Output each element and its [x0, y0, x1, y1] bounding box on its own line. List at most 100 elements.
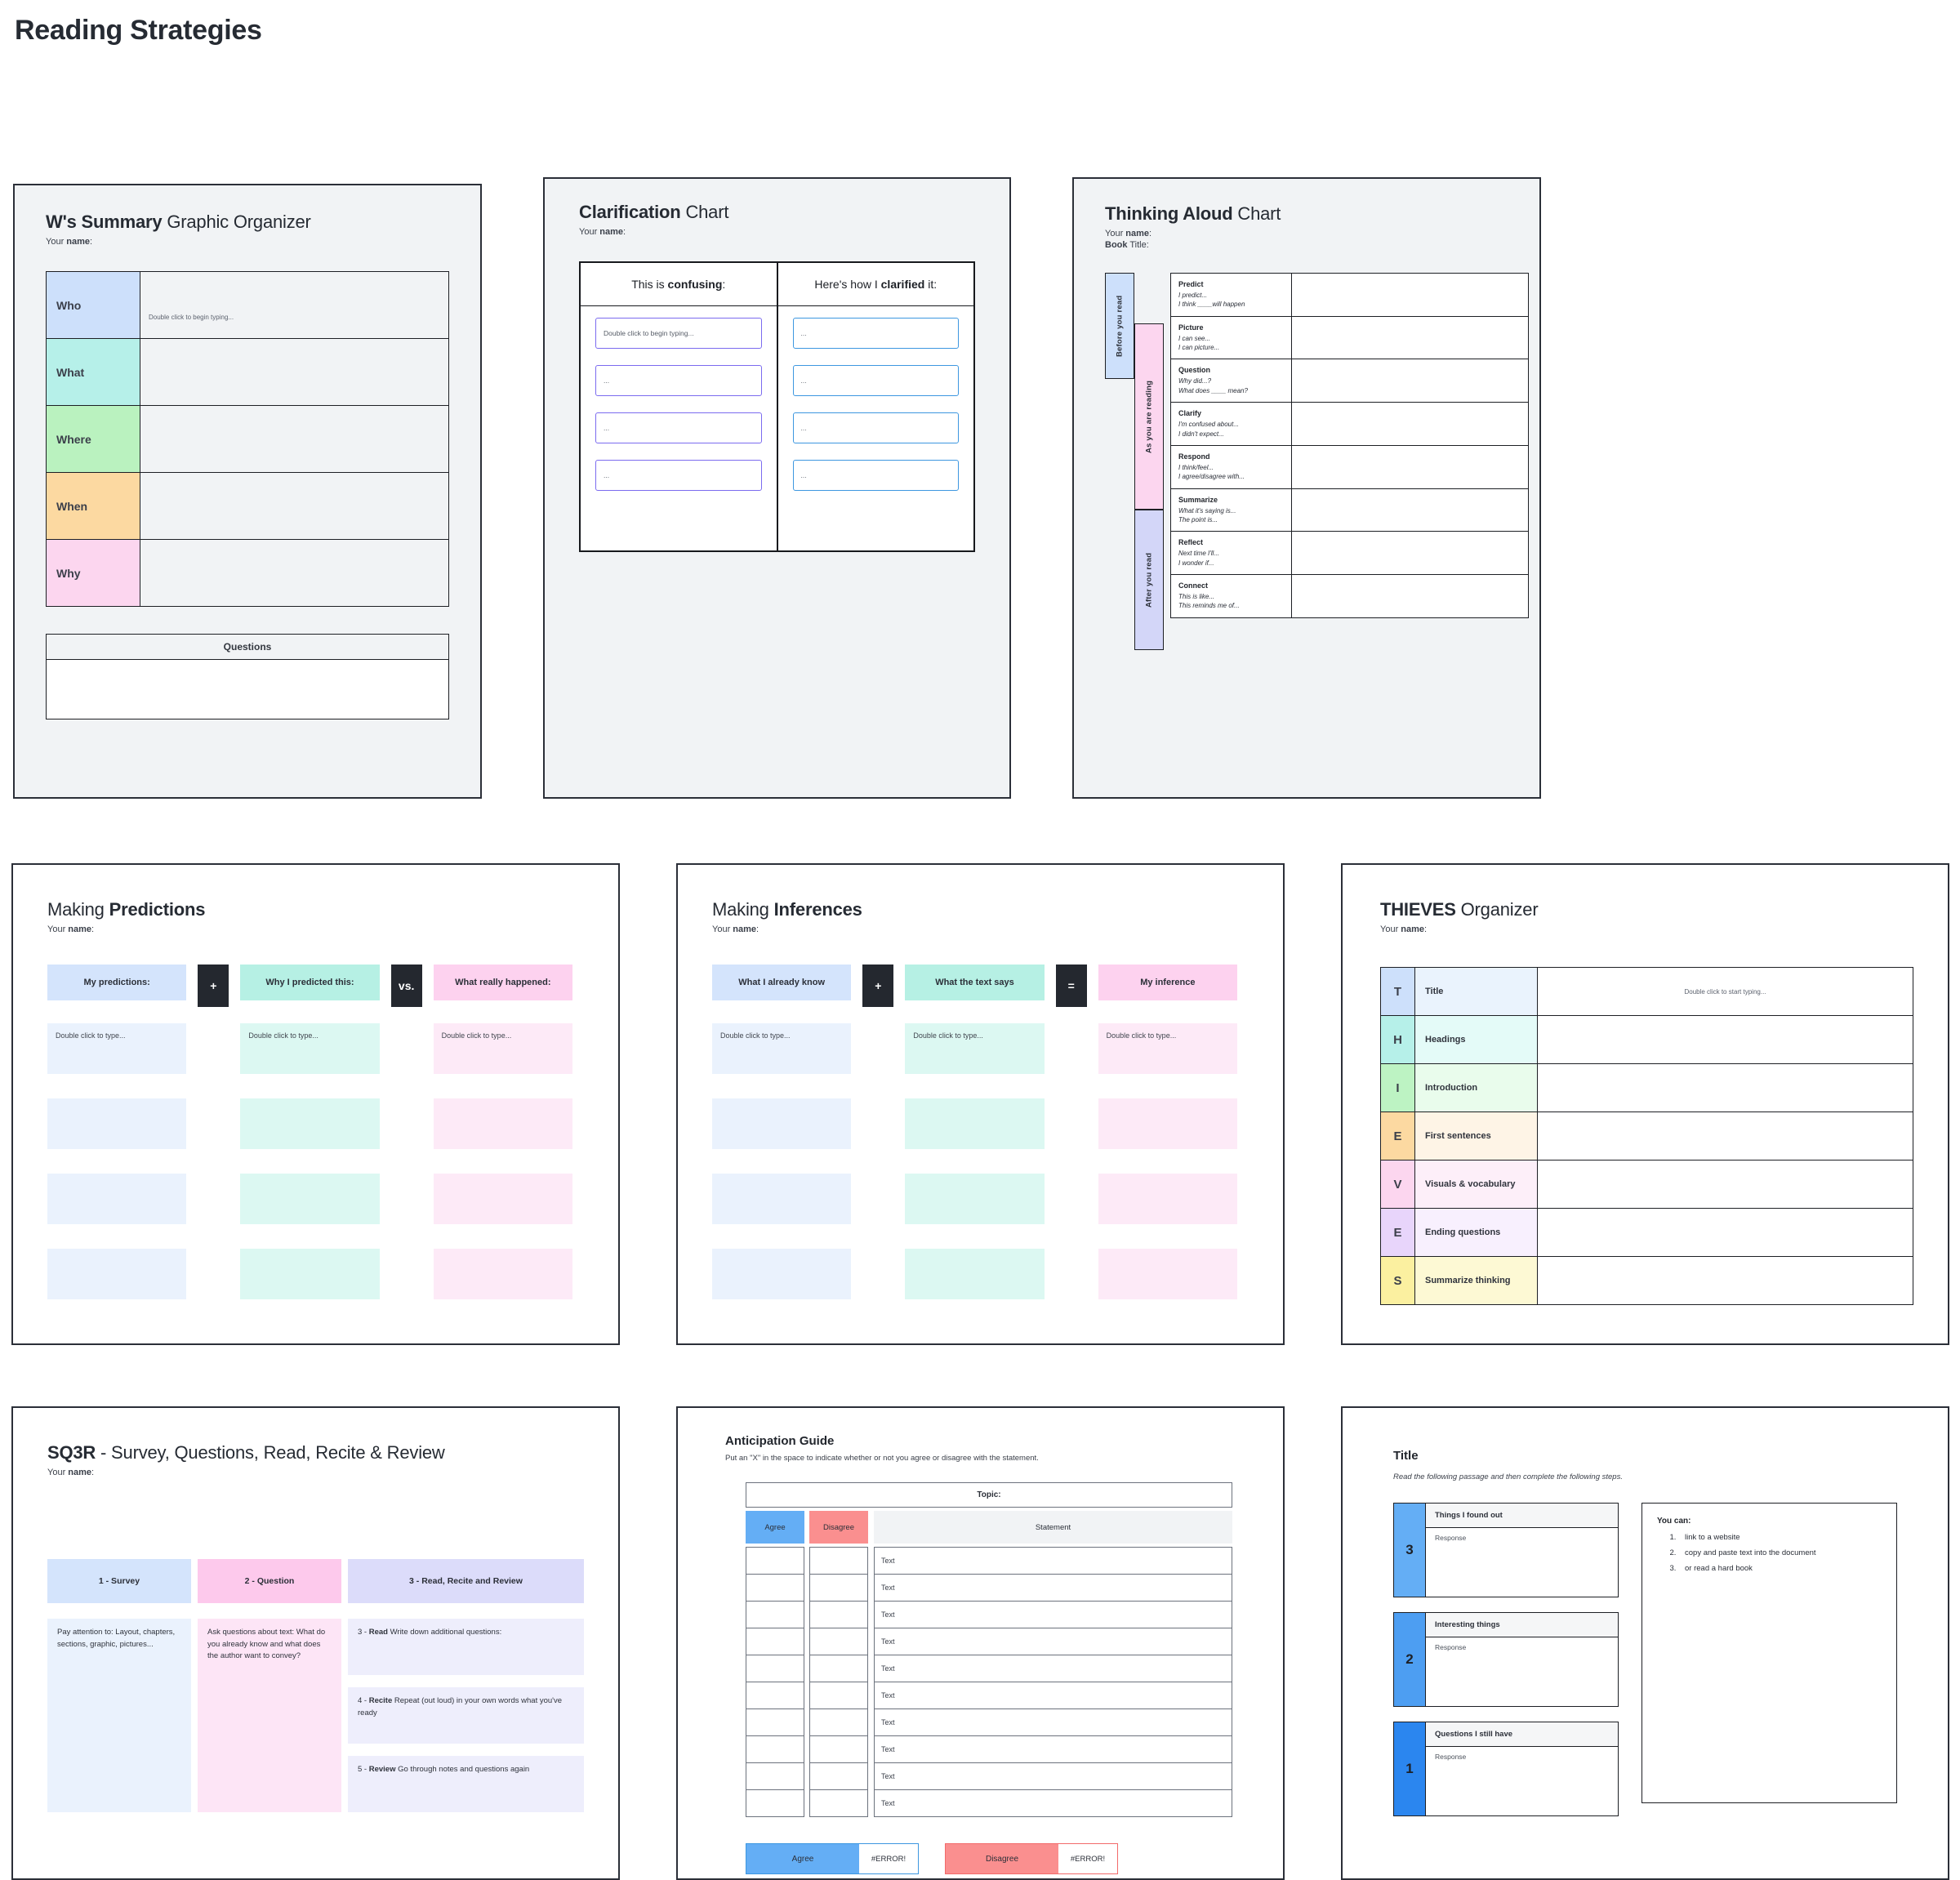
card-clarification-chart[interactable]: Clarification Chart Your name: This is c… — [543, 177, 1011, 799]
table-row[interactable]: Who Double click to begin typing... — [46, 271, 449, 339]
agree-checkbox[interactable] — [746, 1789, 804, 1817]
card-ws-summary[interactable]: W's Summary Graphic Organizer Your name:… — [13, 184, 482, 799]
table-row[interactable]: When — [46, 472, 449, 540]
card-passage-steps[interactable]: Title Read the following passage and the… — [1341, 1406, 1949, 1880]
table-row[interactable]: T Title Double click to start typing... — [1380, 967, 1913, 1016]
ta-response-cell[interactable] — [1291, 359, 1529, 403]
passage-block-2[interactable]: 2 Interesting things Response — [1393, 1612, 1619, 1707]
predictions-cell[interactable] — [433, 1174, 572, 1224]
table-row[interactable]: Picture I can see... I can picture... — [1170, 315, 1529, 360]
statement-cell[interactable]: Text — [874, 1682, 1232, 1709]
inferences-cell[interactable]: Double click to type... — [712, 1023, 852, 1074]
predictions-cell[interactable]: Double click to type... — [47, 1023, 187, 1074]
disagree-checkbox[interactable] — [809, 1628, 868, 1655]
card-sq3r[interactable]: SQ3R - Survey, Questions, Read, Recite &… — [11, 1406, 620, 1880]
sq3r-review-block[interactable]: 5 - Review Go through notes and question… — [348, 1756, 584, 1812]
statement-cell[interactable]: Text — [874, 1655, 1232, 1682]
statement-cell[interactable]: Text — [874, 1708, 1232, 1736]
sq3r-recite-block[interactable]: 4 - Recite Repeat (out loud) in your own… — [348, 1687, 584, 1744]
ws-row-value[interactable]: Double click to begin typing... — [140, 271, 449, 339]
inferences-cell[interactable] — [712, 1249, 852, 1299]
predictions-cell[interactable]: Double click to type... — [240, 1023, 380, 1074]
table-row[interactable]: E First sentences — [1380, 1112, 1913, 1161]
ta-response-cell[interactable] — [1291, 315, 1529, 360]
table-row[interactable]: Predict I predict... I think ____will ha… — [1170, 273, 1529, 317]
predictions-cell[interactable] — [433, 1249, 572, 1299]
disagree-checkbox[interactable] — [809, 1762, 868, 1790]
table-row[interactable]: Summarize What it's saying is... The poi… — [1170, 488, 1529, 532]
disagree-checkbox[interactable] — [809, 1682, 868, 1709]
predictions-cell[interactable] — [47, 1249, 187, 1299]
table-row[interactable]: What — [46, 338, 449, 406]
ws-row-value[interactable] — [140, 539, 449, 607]
disagree-checkbox[interactable] — [809, 1547, 868, 1575]
table-row[interactable]: Clarify I'm confused about... I didn't e… — [1170, 402, 1529, 446]
ta-response-cell[interactable] — [1291, 273, 1529, 317]
table-row[interactable]: V Visuals & vocabulary — [1380, 1160, 1913, 1209]
disagree-checkbox[interactable] — [809, 1789, 868, 1817]
ws-row-value[interactable] — [140, 338, 449, 406]
block-response[interactable]: Response — [1435, 1534, 1467, 1542]
table-row[interactable]: Reflect Next time I'll... I wonder if... — [1170, 531, 1529, 576]
inferences-cell[interactable] — [1098, 1098, 1237, 1149]
thieves-value[interactable] — [1537, 1160, 1913, 1209]
agree-checkbox[interactable] — [746, 1762, 804, 1790]
card-anticipation-guide[interactable]: Anticipation Guide Put an "X" in the spa… — [676, 1406, 1285, 1880]
disagree-checkbox[interactable] — [809, 1735, 868, 1763]
clarified-input-2[interactable]: ... — [792, 365, 959, 396]
agree-checkbox[interactable] — [746, 1708, 804, 1736]
card-thieves-organizer[interactable]: THIEVES Organizer Your name: T Title Dou… — [1341, 863, 1949, 1345]
card-making-inferences[interactable]: Making Inferences Your name: What I alre… — [676, 863, 1285, 1345]
card-making-predictions[interactable]: Making Predictions Your name: My predict… — [11, 863, 620, 1345]
predictions-cell[interactable] — [240, 1174, 380, 1224]
disagree-checkbox[interactable] — [809, 1601, 868, 1628]
table-row[interactable]: Connect This is like... This reminds me … — [1170, 574, 1529, 618]
thieves-value[interactable]: Double click to start typing... — [1537, 967, 1913, 1016]
confusing-input-4[interactable]: ... — [595, 460, 762, 491]
clarified-input-3[interactable]: ... — [792, 412, 959, 443]
statement-cell[interactable]: Text — [874, 1628, 1232, 1655]
ws-row-value[interactable] — [140, 472, 449, 540]
table-row[interactable]: Respond I think/feel... I agree/disagree… — [1170, 444, 1529, 489]
table-row[interactable]: Where — [46, 405, 449, 473]
disagree-total-widget[interactable]: Disagree #ERROR! — [945, 1843, 1118, 1874]
clarified-input-1[interactable]: ... — [792, 318, 959, 349]
passage-block-1[interactable]: 1 Questions I still have Response — [1393, 1722, 1619, 1816]
disagree-checkbox[interactable] — [809, 1574, 868, 1602]
block-response[interactable]: Response — [1435, 1753, 1467, 1761]
table-row[interactable]: I Introduction — [1380, 1063, 1913, 1112]
ws-row-value[interactable] — [140, 405, 449, 473]
predictions-cell[interactable] — [433, 1098, 572, 1149]
confusing-input-1[interactable]: Double click to begin typing... — [595, 318, 762, 349]
statement-cell[interactable]: Text — [874, 1762, 1232, 1790]
inferences-cell[interactable] — [905, 1249, 1045, 1299]
inferences-cell[interactable] — [712, 1098, 852, 1149]
inferences-cell[interactable]: Double click to type... — [1098, 1023, 1237, 1074]
agree-checkbox[interactable] — [746, 1735, 804, 1763]
agree-checkbox[interactable] — [746, 1682, 804, 1709]
agree-checkbox[interactable] — [746, 1655, 804, 1682]
ta-response-cell[interactable] — [1291, 574, 1529, 618]
table-row[interactable]: H Headings — [1380, 1015, 1913, 1064]
sq3r-read-block[interactable]: 3 - Read Write down additional questions… — [348, 1619, 584, 1675]
predictions-cell[interactable] — [47, 1098, 187, 1149]
ta-response-cell[interactable] — [1291, 402, 1529, 446]
anticipation-topic-header[interactable]: Topic: — [746, 1482, 1232, 1508]
table-row[interactable]: S Summarize thinking — [1380, 1256, 1913, 1305]
inferences-cell[interactable] — [1098, 1174, 1237, 1224]
inferences-cell[interactable]: Double click to type... — [905, 1023, 1045, 1074]
table-row[interactable]: E Ending questions — [1380, 1208, 1913, 1257]
agree-checkbox[interactable] — [746, 1547, 804, 1575]
predictions-cell[interactable] — [240, 1098, 380, 1149]
inferences-cell[interactable] — [905, 1174, 1045, 1224]
sq3r-survey-body[interactable]: Pay attention to: Layout, chapters, sect… — [47, 1619, 191, 1812]
passage-block-3[interactable]: 3 Things I found out Response — [1393, 1503, 1619, 1597]
inferences-cell[interactable] — [712, 1174, 852, 1224]
inferences-cell[interactable] — [1098, 1249, 1237, 1299]
statement-cell[interactable]: Text — [874, 1601, 1232, 1628]
ta-response-cell[interactable] — [1291, 488, 1529, 532]
agree-checkbox[interactable] — [746, 1574, 804, 1602]
disagree-checkbox[interactable] — [809, 1655, 868, 1682]
statement-cell[interactable]: Text — [874, 1735, 1232, 1763]
agree-total-widget[interactable]: Agree #ERROR! — [746, 1843, 919, 1874]
